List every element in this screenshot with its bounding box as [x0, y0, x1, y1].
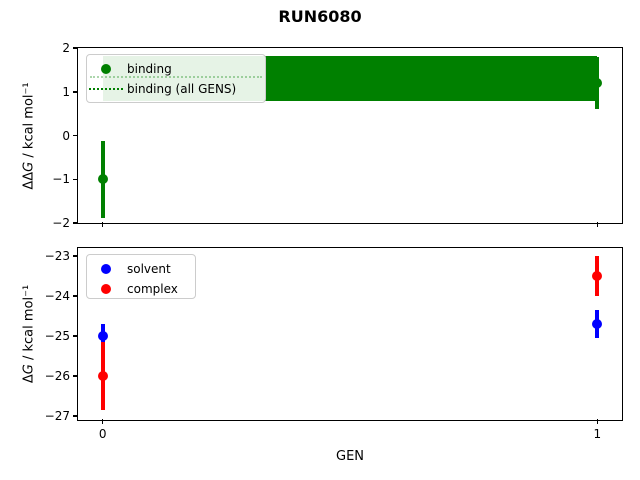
legend-handle: [87, 264, 125, 274]
y-tick: [73, 295, 78, 297]
y-tick: [73, 178, 78, 180]
data-point-solvent: [97, 331, 108, 341]
legend-label: complex: [127, 282, 178, 296]
components-plot-axes: ΔG / kcal mol⁻¹ GEN −23 −24 −25 −26 −27 0 1 sol…: [22, 247, 623, 463]
x-tick-label: 0: [98, 427, 107, 441]
data-point-complex: [592, 271, 603, 281]
complex-marker-icon: [101, 284, 111, 294]
legend-row: binding (all GENS): [87, 79, 265, 99]
y-label-unit: / kcal mol⁻¹: [21, 284, 37, 365]
y-label-symbol: G: [21, 161, 37, 172]
legend-label: binding: [127, 62, 172, 76]
legend-handle: [87, 64, 125, 74]
y-tick: [73, 335, 78, 337]
y-tick-label: −2: [52, 216, 70, 230]
y-tick-label: −23: [44, 249, 70, 263]
data-point-solvent: [592, 319, 603, 329]
y-tick-label: −25: [44, 329, 70, 343]
y-tick: [73, 415, 78, 417]
y-tick: [73, 375, 78, 377]
legend-handle: [87, 284, 125, 294]
legend: solvent complex: [86, 254, 196, 299]
data-point-binding: [592, 78, 603, 88]
y-label-delta: ΔΔ: [21, 171, 37, 190]
x-tick-label: 1: [593, 427, 602, 441]
y-tick-label: −24: [44, 289, 70, 303]
y-tick: [73, 255, 78, 257]
x-axis-label: GEN: [335, 449, 365, 464]
figure-title: RUN6080: [278, 7, 362, 26]
y-tick: [73, 134, 78, 137]
binding-marker-icon: [101, 64, 111, 74]
x-tick: [101, 419, 104, 424]
x-tick: [596, 419, 599, 424]
y-label-delta: Δ: [21, 374, 37, 384]
legend-row: binding: [87, 59, 265, 79]
data-point-binding: [97, 174, 108, 185]
y-tick: [73, 91, 78, 93]
y-tick-label: −1: [52, 172, 70, 187]
y-tick-label: 0: [62, 128, 70, 143]
y-label-symbol: G: [21, 364, 37, 375]
y-tick: [73, 47, 78, 49]
legend-label: binding (all GENS): [127, 82, 237, 96]
y-label-unit: / kcal mol⁻¹: [21, 81, 37, 162]
binding--all-gens--line-icon: [89, 88, 123, 90]
legend-row: complex: [87, 279, 195, 299]
legend-label: solvent: [127, 262, 171, 276]
legend: binding binding (all GENS): [86, 54, 266, 103]
binding-y-axis-label: ΔΔG / kcal mol⁻¹: [21, 81, 37, 190]
binding-all-gens-mean-line: [90, 76, 262, 78]
legend-handle: [87, 88, 125, 90]
y-tick-label: 1: [62, 84, 70, 99]
y-tick-label: −27: [44, 409, 70, 423]
binding-plot-axes: ΔΔG / kcal mol⁻¹ 2 1 0 −1 −2 binding binding (…: [22, 42, 623, 229]
components-y-axis-label: ΔG / kcal mol⁻¹: [21, 284, 37, 384]
x-tick: [101, 222, 104, 227]
y-tick-label: −26: [44, 369, 70, 383]
solvent-marker-icon: [101, 264, 111, 274]
y-tick: [73, 222, 78, 224]
x-tick: [596, 222, 599, 227]
y-tick-label: 2: [62, 41, 70, 55]
data-point-complex: [97, 371, 108, 381]
legend-row: solvent: [87, 259, 195, 279]
